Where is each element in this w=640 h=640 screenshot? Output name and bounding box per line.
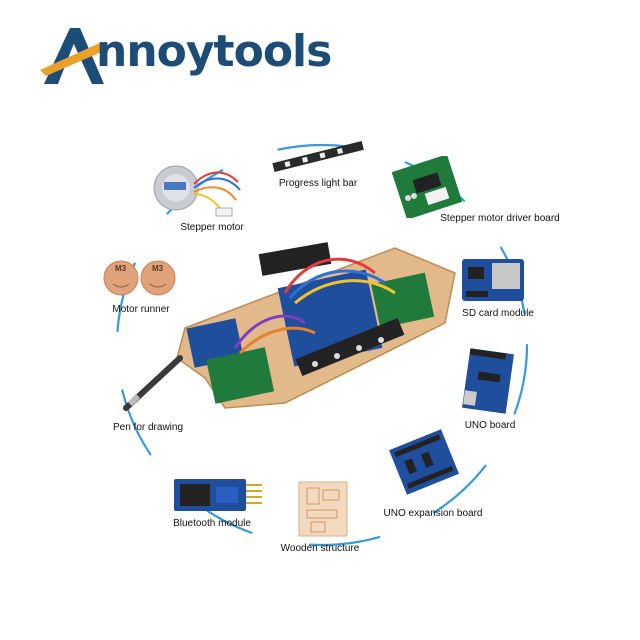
motor-runner-image: M3 M3: [103, 258, 178, 298]
sd-card-module-image: [462, 259, 524, 301]
bluetooth-module-label: Bluetooth module: [173, 518, 251, 529]
stepper-motor-driver-board-image: [392, 156, 462, 218]
progress-light-bar-label: Progress light bar: [278, 178, 358, 189]
stepper-motor-image: [153, 165, 241, 217]
uno-expansion-board-label: UNO expansion board: [383, 508, 483, 519]
uno-expansion-board-image: [389, 429, 459, 495]
stepper-motor-driver-board-label: Stepper motor driver board: [440, 213, 560, 224]
sd-card-module-label: SD card module: [462, 308, 534, 319]
wooden-structure-image: [298, 481, 348, 537]
motor-runner-label: Motor runner: [112, 304, 170, 315]
uno-board-label: UNO board: [464, 420, 516, 431]
progress-light-bar-image: [272, 140, 364, 172]
uno-board-image: [462, 348, 514, 414]
pen-for-drawing-image: [123, 355, 183, 411]
pen-for-drawing-label: Pen for drawing: [112, 422, 184, 433]
motor-runner-mark-2: M3: [152, 264, 164, 273]
brand-name: nnoytools: [96, 26, 332, 77]
motor-runner-wheels-icon: [103, 260, 176, 296]
assembled-drawing-robot: [176, 242, 456, 409]
logo-a-mark: [40, 28, 106, 84]
wooden-structure-label: Wooden structure: [280, 543, 360, 554]
motor-runner-mark-1: M3: [115, 264, 127, 273]
stepper-motor-label: Stepper motor: [180, 222, 244, 233]
bluetooth-module-image: [174, 479, 262, 511]
brand-logo: nnoytools: [40, 22, 332, 92]
